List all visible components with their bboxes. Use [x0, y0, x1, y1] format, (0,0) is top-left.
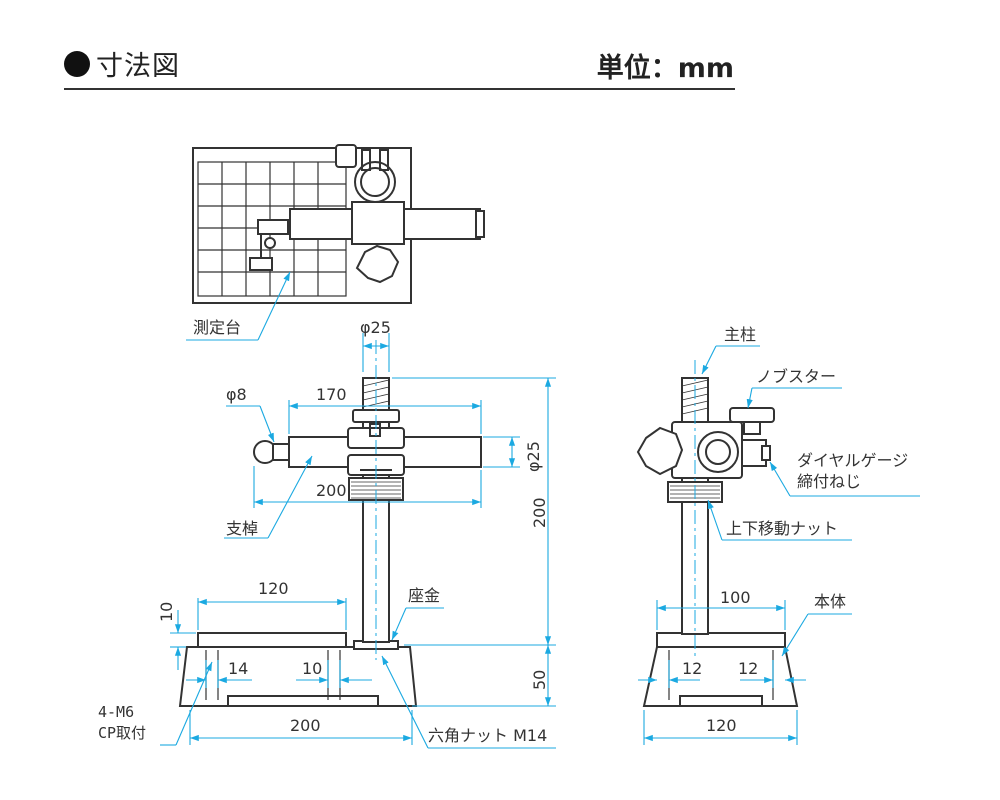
- dim-50-label: 50: [530, 670, 549, 690]
- phi25-side-label: φ25: [524, 441, 543, 472]
- dim-120-top-label: 120: [258, 579, 289, 598]
- dim-170-label: 170: [316, 385, 347, 404]
- dim-12-right-label: 12: [738, 659, 758, 678]
- title-text: 寸法図: [96, 51, 180, 82]
- knob-label: ノブスター: [756, 367, 836, 386]
- seat-label: 座金: [408, 586, 440, 605]
- measuring-table-label: 測定台: [193, 318, 241, 337]
- hex-nut-label: 六角ナット M14: [428, 726, 547, 745]
- dim-200-height-label: 200: [530, 497, 549, 528]
- dim-200-arm-label: 200: [316, 481, 347, 500]
- phi25-top-label: φ25: [360, 318, 391, 337]
- phi8-label: φ8: [226, 385, 247, 404]
- unit-label: 単位：mm: [596, 53, 734, 84]
- side-view: 主柱 ノブスター ダイヤルゲージ 締付ねじ 上下移動ナット 100 本体 12: [636, 325, 920, 745]
- support-rod-label: 支棹: [226, 519, 258, 538]
- dim-12-left-label: 12: [682, 659, 702, 678]
- page-title: 寸法図: [64, 44, 180, 83]
- tapped-holes-label-1: 4-M6: [98, 703, 134, 721]
- updown-nut-label: 上下移動ナット: [726, 519, 838, 538]
- dim-10-vertical-label: 10: [157, 602, 176, 622]
- dim-120-bottom-label: 120: [706, 716, 737, 735]
- dial-screw-label-2: 締付ねじ: [797, 472, 861, 491]
- dim-200-base-label: 200: [290, 716, 321, 735]
- header-divider: [64, 88, 735, 90]
- main-column-label: 主柱: [724, 325, 756, 344]
- dim-100-label: 100: [720, 588, 751, 607]
- dial-screw-label-1: ダイヤルゲージ: [797, 451, 908, 470]
- front-view: φ25 φ8 170 φ25 200 200 50 支棹: [98, 318, 556, 749]
- dim-10-horizontal-label: 10: [302, 659, 322, 678]
- tapped-holes-label-2: CP取付: [98, 724, 146, 742]
- body-label: 本体: [814, 592, 846, 611]
- dim-14-label: 14: [228, 659, 248, 678]
- bullet-icon: [64, 50, 90, 77]
- top-view: 測定台: [186, 144, 485, 341]
